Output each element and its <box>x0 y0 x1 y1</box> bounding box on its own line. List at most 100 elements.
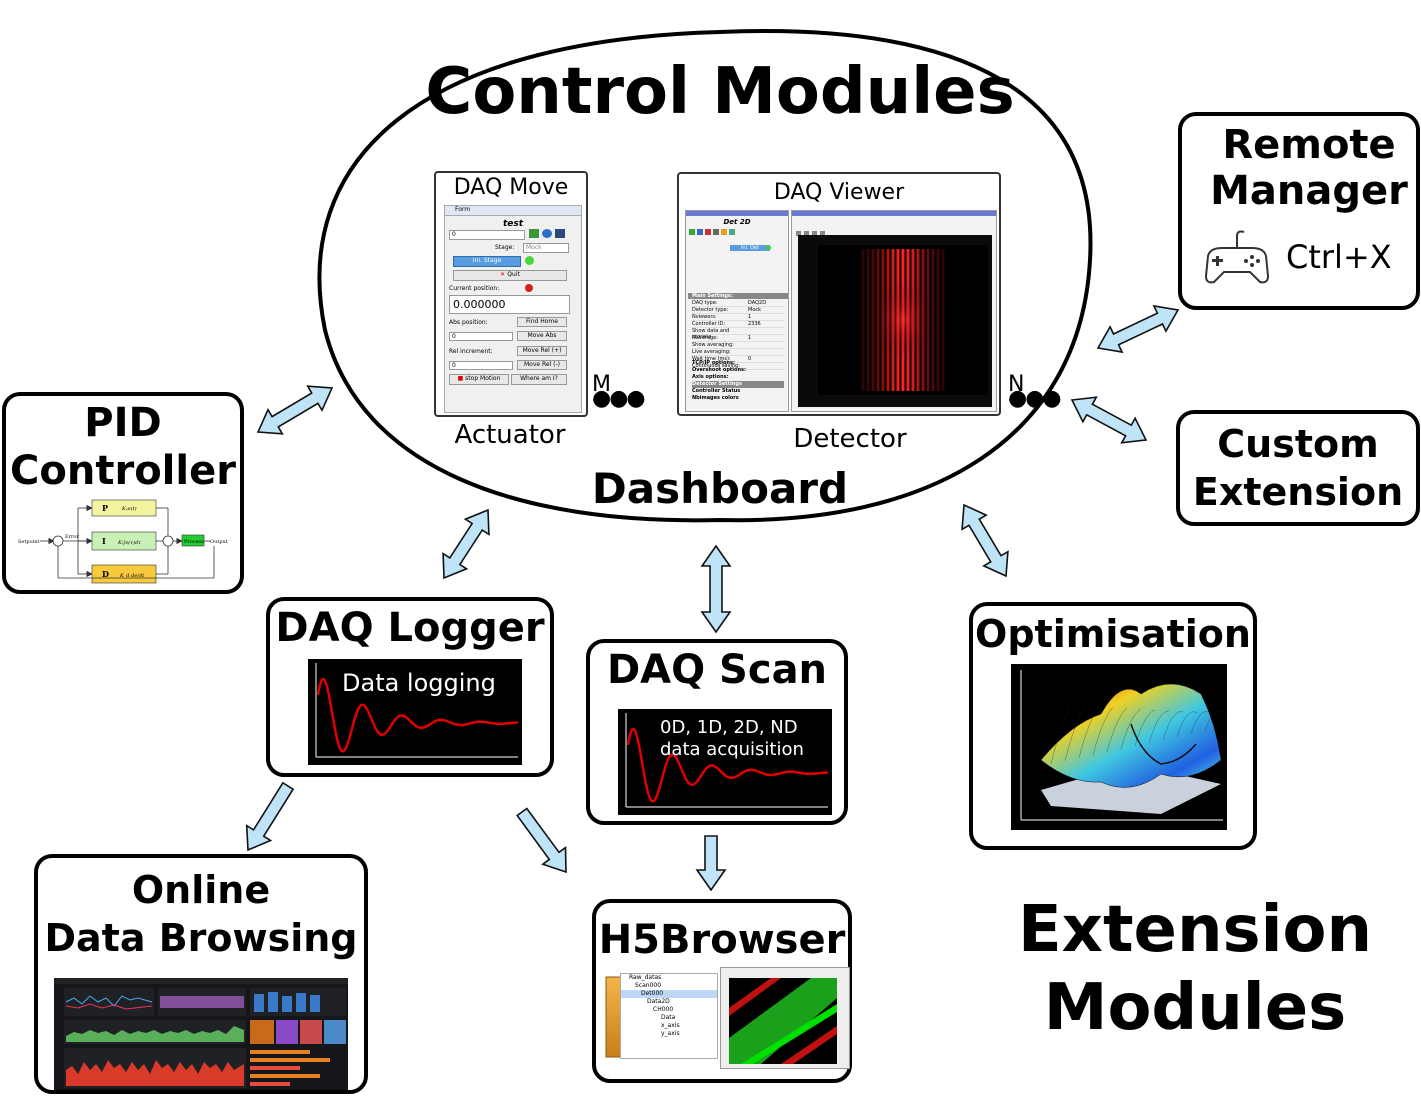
arrow-dashboard-logger <box>442 508 490 580</box>
remote-manager-box[interactable]: Remote Manager Ctrl+X <box>1178 112 1420 310</box>
h5-tree-node[interactable]: CH000 <box>653 1006 674 1013</box>
daq-viewer-window[interactable]: DAQ Viewer Det 2D Ini. Det Main Settings… <box>677 172 1001 416</box>
remote-manager-shortcut: Ctrl+X <box>1286 238 1392 276</box>
settings-param: Detector type: <box>692 307 729 313</box>
h5-tree-node[interactable]: Det000 <box>621 990 717 998</box>
stop-icon-viewer[interactable] <box>705 229 711 235</box>
det-status-led <box>766 245 771 250</box>
detector-fringes <box>818 245 988 395</box>
surface-plot-svg <box>1020 670 1226 821</box>
daq-move-refresh-icon[interactable] <box>555 229 565 238</box>
daq-viewer-image-panel <box>791 210 997 412</box>
h5-tree-node[interactable]: y_axis <box>661 1030 680 1037</box>
settings-param: Show data and process <box>692 328 730 340</box>
settings-value <box>748 342 784 348</box>
settings-row[interactable]: Controller ID:2336 <box>692 321 784 328</box>
online-data-browsing-box[interactable]: Online Data Browsing <box>34 854 368 1094</box>
settings-row[interactable]: DAQ type:DAQ2D <box>692 300 784 307</box>
where-am-i-button[interactable]: Where am I? <box>511 374 567 385</box>
h5-tree-node[interactable]: x_axis <box>661 1022 680 1029</box>
optimisation-box[interactable]: Optimisation <box>969 602 1257 850</box>
daq-scan-box[interactable]: DAQ Scan 0D, 1D, 2D, ND data acquisition <box>586 639 848 825</box>
online-browsing-title-2: Data Browsing <box>44 916 358 960</box>
remote-manager-title-2: Manager <box>1210 168 1408 214</box>
surface-mesh-line <box>1190 711 1212 735</box>
h5-tree-node[interactable]: Raw_datas <box>629 974 662 981</box>
settings-extra-row[interactable]: Overshoot options: <box>692 367 746 373</box>
pid-i-label: I <box>102 536 106 546</box>
find-home-button[interactable]: Find Home <box>517 317 567 327</box>
settings-row[interactable]: Show averaging: <box>692 342 784 349</box>
logging-plot-svg <box>315 663 518 758</box>
settings-param: Live averaging: <box>692 349 731 355</box>
play-icon[interactable] <box>689 229 695 235</box>
pid-d-label: D <box>102 569 109 579</box>
settings-extra-row[interactable]: Axis options: <box>692 374 729 380</box>
settings-row[interactable]: Detector type: Mock <box>692 307 784 314</box>
stop-motion-label: stop Motion <box>465 375 501 382</box>
ini-det-button[interactable]: Ini. Det <box>730 245 770 251</box>
h5-tree-node[interactable]: Scan000 <box>635 982 662 989</box>
move-abs-button[interactable]: Move Abs <box>517 331 567 341</box>
stop-motion-button[interactable]: ■ stop Motion <box>449 374 509 385</box>
settings-extra-row[interactable]: Nbimages colors <box>692 395 739 401</box>
daq-move-set-icon[interactable] <box>529 229 539 238</box>
daq-move-window[interactable]: DAQ Move Form test 0 Stage: Mock Ini. St… <box>434 171 588 417</box>
arrow-dashboard-optimisation <box>961 503 1009 578</box>
data-acquisition-plot: 0D, 1D, 2D, ND data acquisition <box>618 709 832 815</box>
folder-icon[interactable] <box>721 229 727 235</box>
move-rel-plus-button[interactable]: Move Rel (+) <box>517 346 567 356</box>
h5-tree-node[interactable]: Data2D <box>647 998 670 1005</box>
abs-position-input[interactable]: 0 <box>449 332 513 341</box>
settings-row[interactable]: Continuous saving: <box>692 363 784 370</box>
refresh-icon[interactable] <box>729 229 735 235</box>
daq-move-settings-icon[interactable] <box>542 229 552 238</box>
custom-extension-box[interactable]: Custom Extension <box>1176 410 1420 526</box>
save-icon[interactable] <box>713 229 719 235</box>
detector-image <box>798 235 992 407</box>
move-rel-minus-button[interactable]: Move Rel (-) <box>517 360 567 370</box>
rel-increment-input[interactable]: 0 <box>449 361 513 370</box>
pid-error-label: Error <box>65 534 79 540</box>
settings-extra-list: TCP/IP options:Overshoot options:Axis op… <box>692 360 784 402</box>
ini-stage-button[interactable]: Ini. Stage <box>453 256 521 267</box>
settings-row[interactable]: Show data and process <box>692 328 784 340</box>
viewer-toolbar <box>686 228 788 236</box>
current-position-display: 0.000000 <box>449 295 570 314</box>
settings-extra-row[interactable]: Controller Status <box>692 388 741 394</box>
crosshair-icon[interactable] <box>804 231 809 236</box>
control-modules-title: Control Modules <box>425 55 1015 129</box>
h5-tree-node[interactable]: Data <box>661 1014 676 1021</box>
svg-text:Kₚe(t): Kₚe(t) <box>121 505 137 512</box>
settings-param: Wait time (ms): <box>692 356 731 362</box>
daq-move-name: test <box>502 219 524 229</box>
surface-mesh-line <box>1176 711 1198 738</box>
settings-extra-row[interactable]: TCP/IP options: <box>692 360 735 366</box>
settings-param: DAQ type: <box>692 300 718 306</box>
settings-value: Mock <box>748 307 762 313</box>
daq-move-value-field[interactable]: 0 <box>449 230 525 240</box>
dashboard-panels-svg <box>54 978 348 1088</box>
custom-extension-title-1: Custom <box>1217 422 1379 466</box>
surface-mesh-line <box>1050 703 1072 765</box>
pid-output-label: Output <box>210 539 228 545</box>
pid-controller-box[interactable]: PID Controller P I D Kₚe(t) Kᵢ∫e(τ)dτ K_… <box>2 392 244 594</box>
surface-mesh-line <box>1106 707 1128 753</box>
snap-icon[interactable] <box>697 229 703 235</box>
quit-button[interactable]: ✕ Quit <box>453 270 567 281</box>
settings-row[interactable]: Nviewers:1 <box>692 314 784 321</box>
settings-row[interactable]: Wait time (ms):0 <box>692 356 784 363</box>
surface-mesh-line <box>1064 704 1086 762</box>
daq-move-stage-select[interactable]: Mock <box>523 243 569 253</box>
daq-logger-box[interactable]: DAQ Logger Data logging <box>266 597 554 777</box>
pid-sum-icon <box>52 535 64 547</box>
histogram-icon[interactable] <box>820 231 825 236</box>
settings-row[interactable]: Naverage:1 <box>692 335 784 342</box>
settings-row[interactable]: Live averaging: <box>692 349 784 356</box>
zoom-icon[interactable] <box>796 231 801 236</box>
settings-extra-row[interactable]: Detector Settings <box>692 381 784 388</box>
roi-icon[interactable] <box>812 231 817 236</box>
arrow-dashboard-pid <box>256 385 334 435</box>
